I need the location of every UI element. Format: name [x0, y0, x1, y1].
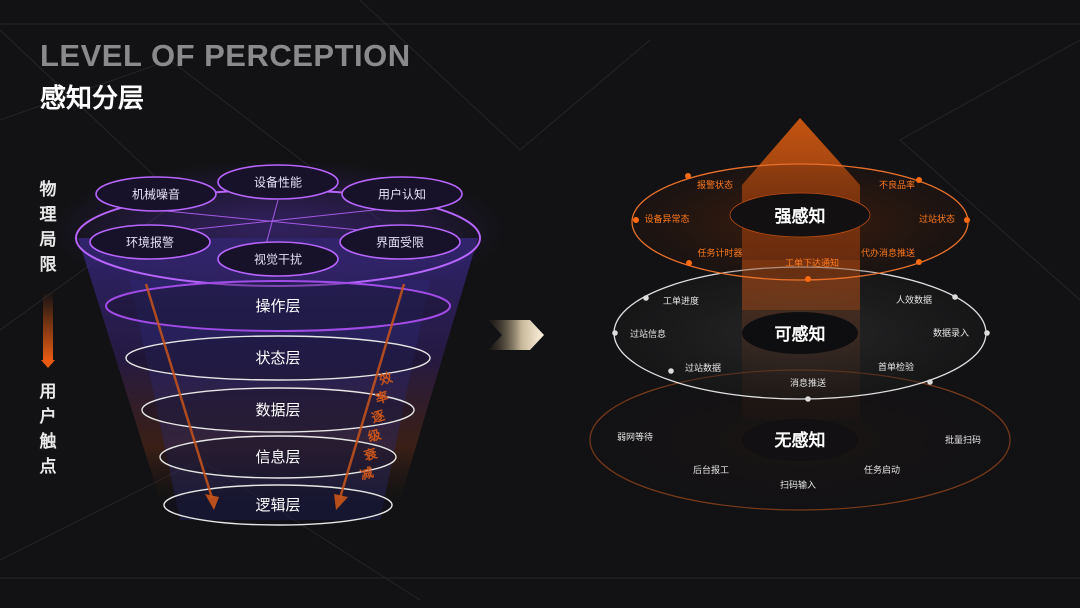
strong-item: 设备异常态 [644, 213, 689, 225]
medium-item: 人效数据 [896, 294, 932, 306]
none-item: 扫码输入 [780, 479, 816, 491]
none-item: 任务启动 [864, 464, 900, 476]
perception-rings [589, 118, 1011, 511]
medium-item: 过站数据 [685, 362, 721, 374]
axis-top-label: 物理局限 [39, 180, 57, 275]
factor-bubble [341, 176, 463, 212]
strong-dot [916, 259, 922, 265]
none-item: 弱网等待 [617, 431, 653, 443]
strong-dot [916, 177, 922, 183]
right-down-arrow [338, 283, 406, 499]
medium-item: 过站信息 [630, 328, 666, 340]
ring-dots [612, 173, 990, 402]
factor-bubble [95, 176, 217, 212]
medium-item: 消息推送 [790, 377, 826, 389]
strong-label: 强感知 [775, 206, 826, 227]
arrow-label-char: 逐 [370, 409, 387, 427]
factor-bubble [217, 241, 339, 277]
medium-dot [612, 330, 618, 336]
title-english: LEVEL OF PERCEPTION [40, 38, 411, 73]
medium-dot [668, 368, 674, 374]
funnel-diagram [48, 160, 508, 520]
medium-item: 工单进度 [663, 295, 699, 307]
strong-item: 工单下达通知 [785, 257, 839, 269]
none-label: 无感知 [774, 430, 826, 451]
factor-label: 机械噪音 [132, 187, 180, 202]
medium-dot [805, 396, 811, 402]
factor-bubble [217, 164, 339, 200]
none-item: 后台报工 [693, 464, 729, 476]
factor-label: 设备性能 [254, 176, 302, 190]
left-arrowhead [205, 494, 219, 510]
layer-label: 逻辑层 [255, 496, 300, 514]
medium-dot [952, 294, 958, 300]
factor-label: 界面受限 [376, 236, 424, 250]
arrow-label-char: 减 [358, 465, 375, 484]
strong-dot [685, 173, 691, 179]
title-chinese: 感知分层 [40, 84, 145, 114]
right-arrowhead [334, 494, 348, 510]
strong-item: 不良品率 [879, 179, 915, 191]
strong-dot [633, 217, 639, 223]
axis-bottom-label: 用户触点 [39, 382, 57, 477]
factor-bubble [89, 224, 211, 260]
funnel-body [78, 238, 478, 500]
strong-dot [805, 276, 811, 282]
layer-label: 状态层 [255, 349, 300, 367]
strong-item: 任务计时器 [697, 247, 742, 259]
medium-dot [984, 330, 990, 336]
layer-label: 信息层 [255, 448, 300, 466]
arrow-label-char: 率 [374, 389, 391, 408]
funnel-inner [130, 280, 430, 520]
left-down-arrow [144, 283, 214, 499]
arrow-label-char: 级 [366, 426, 384, 445]
arrow-label-char: 衰 [361, 445, 380, 465]
medium-dot [927, 379, 933, 385]
factor-label: 用户认知 [378, 187, 426, 202]
tier-labels: 强感知 可感知 无感知 [774, 206, 826, 451]
strong-item: 报警状态 [697, 179, 733, 191]
layer-ring [141, 387, 415, 433]
layer-ring [105, 280, 451, 332]
medium-item: 首单检验 [878, 361, 914, 373]
funnel-arrows [144, 283, 406, 510]
medium-item: 数据录入 [933, 327, 969, 339]
factor-label: 环境报警 [126, 235, 174, 250]
chevron-arrow-icon [488, 320, 544, 350]
none-core [742, 419, 858, 461]
none-item: 批量扫码 [945, 434, 981, 446]
layer-label: 操作层 [255, 297, 300, 315]
medium-core [742, 312, 858, 354]
layer-ring [125, 335, 431, 381]
strong-item: 过站状态 [919, 213, 955, 225]
medium-dot [643, 295, 649, 301]
axis-gradient-arrow-icon [41, 292, 55, 368]
strong-item: 代办消息推送 [861, 247, 915, 259]
strong-core [729, 192, 871, 238]
strong-dot [964, 217, 970, 223]
strong-dot [686, 260, 692, 266]
arrow-label-char: 效 [377, 369, 395, 388]
layer-ring [159, 435, 397, 479]
medium-label: 可感知 [775, 324, 826, 345]
factor-bubble [339, 224, 461, 260]
layer-label: 数据层 [255, 401, 300, 419]
factor-label: 视觉干扰 [254, 252, 302, 267]
